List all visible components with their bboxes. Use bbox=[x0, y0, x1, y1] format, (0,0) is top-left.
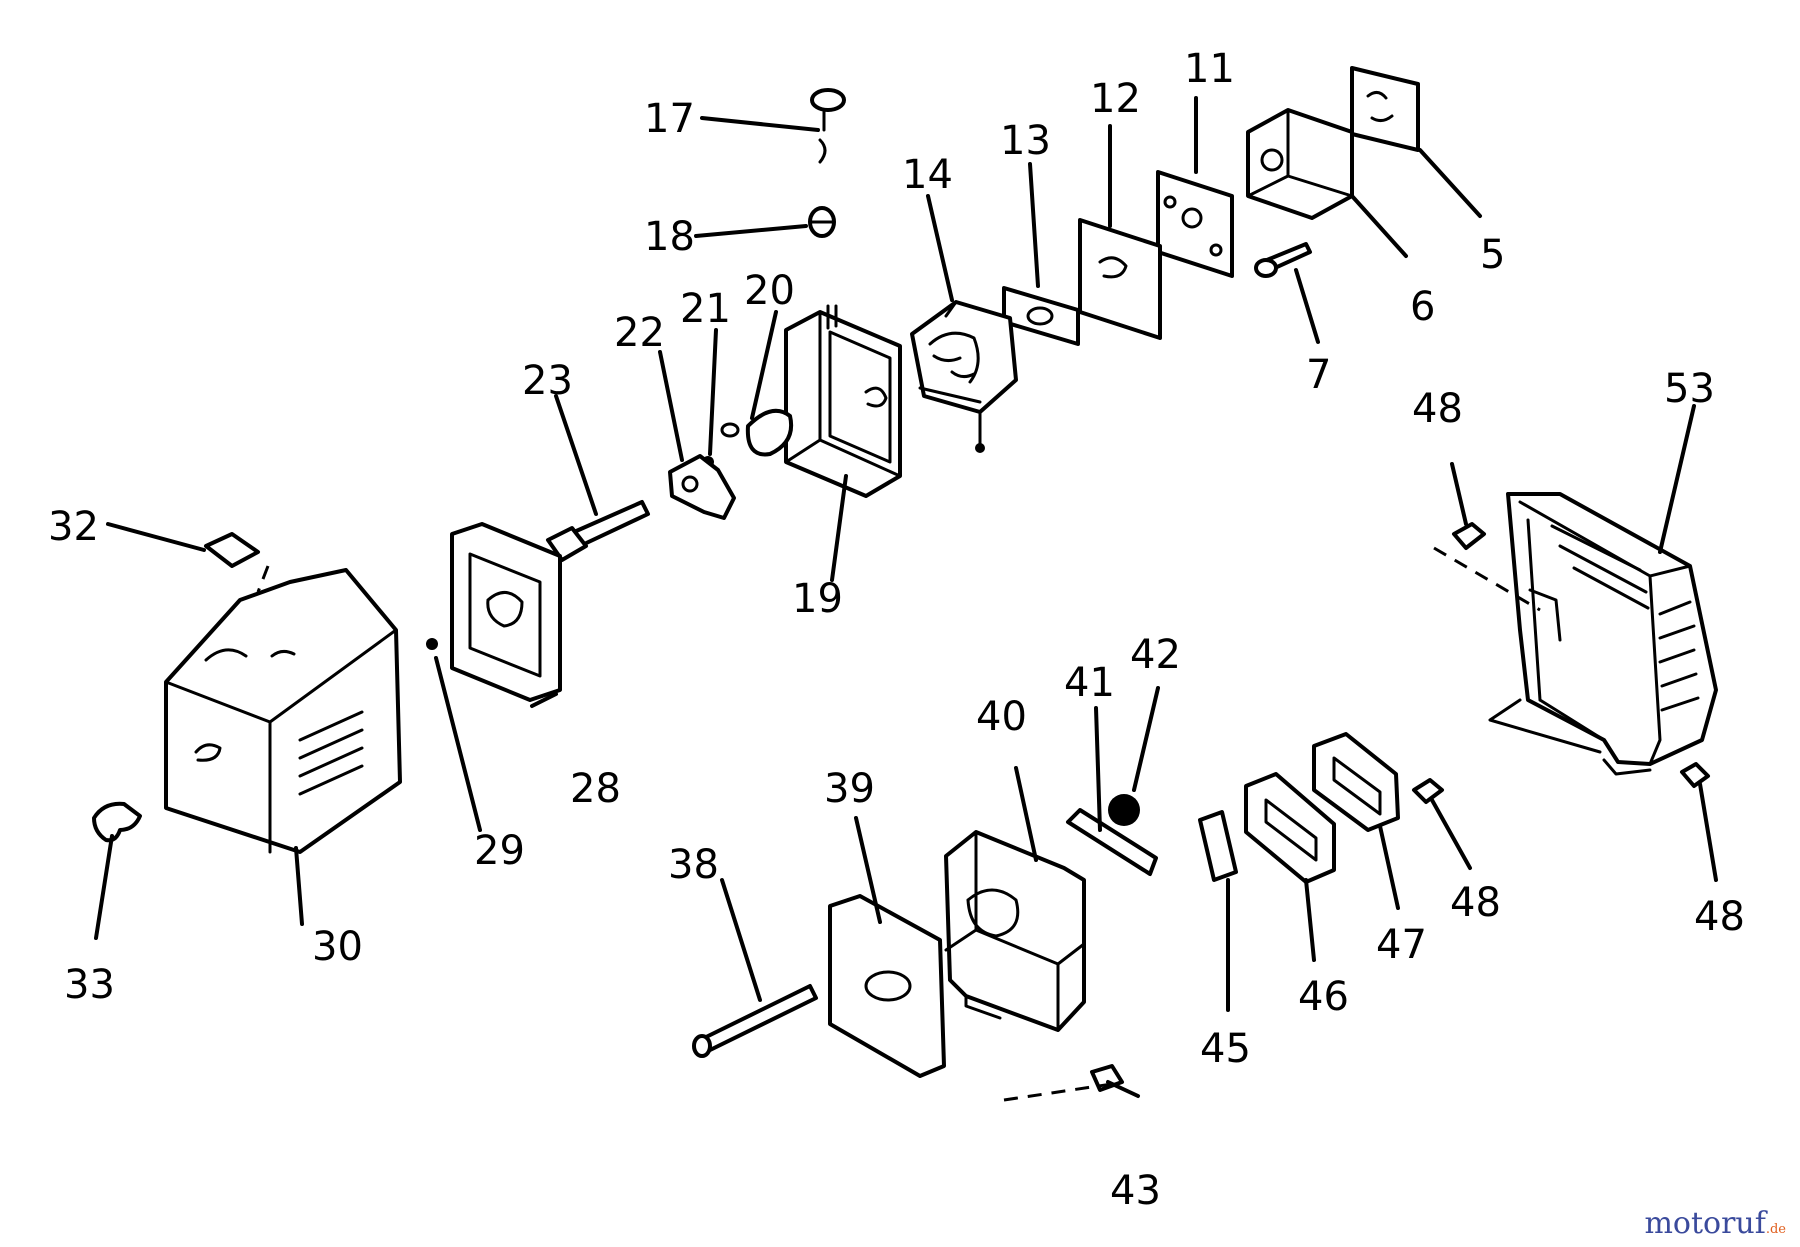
label-48-mid: 48 bbox=[1450, 880, 1501, 926]
part-5-plate bbox=[1350, 66, 1420, 152]
label-11: 11 bbox=[1184, 46, 1235, 92]
label-30: 30 bbox=[312, 924, 363, 970]
label-17: 17 bbox=[644, 96, 695, 142]
label-46: 46 bbox=[1298, 974, 1349, 1020]
part-41-plate bbox=[1066, 808, 1158, 876]
label-47: 47 bbox=[1376, 922, 1427, 968]
label-43: 43 bbox=[1110, 1168, 1161, 1214]
label-20: 20 bbox=[744, 268, 795, 314]
part-7-screw bbox=[1254, 242, 1312, 278]
part-23-bolt bbox=[546, 500, 650, 562]
label-18: 18 bbox=[644, 214, 695, 260]
label-32: 32 bbox=[48, 504, 99, 550]
part-40-muffler bbox=[944, 830, 1086, 1032]
label-23: 23 bbox=[522, 358, 573, 404]
part-28-gasket bbox=[450, 522, 562, 702]
label-48-right: 48 bbox=[1694, 894, 1745, 940]
part-32-pad bbox=[204, 532, 260, 568]
dashed-guides bbox=[256, 546, 1541, 1102]
part-13-gasket bbox=[1002, 286, 1080, 346]
part-42-nut bbox=[1108, 794, 1140, 826]
label-28: 28 bbox=[570, 766, 621, 812]
label-22: 22 bbox=[614, 310, 665, 356]
part-39-gasket bbox=[828, 894, 946, 1078]
part-19-filter-box bbox=[784, 304, 902, 498]
part-38-bolt bbox=[692, 984, 818, 1058]
label-6: 6 bbox=[1410, 284, 1435, 330]
part-46-plate bbox=[1244, 772, 1336, 884]
part-20-lever bbox=[720, 408, 793, 457]
label-33: 33 bbox=[64, 962, 115, 1008]
part-14-carburetor bbox=[910, 300, 1018, 453]
watermark-brand: motoruf bbox=[1644, 1206, 1766, 1241]
part-29-ball bbox=[426, 638, 438, 650]
label-39: 39 bbox=[824, 766, 875, 812]
part-33-knob bbox=[92, 801, 142, 843]
part-53-shroud bbox=[1488, 492, 1718, 776]
part-11-gasket bbox=[1156, 170, 1234, 278]
part-30-cover bbox=[164, 568, 402, 854]
label-7: 7 bbox=[1306, 352, 1331, 398]
label-41: 41 bbox=[1064, 660, 1115, 706]
part-48-screw-b bbox=[1412, 778, 1444, 804]
label-29: 29 bbox=[474, 828, 525, 874]
part-12-plate bbox=[1078, 218, 1162, 340]
watermark-tld: .de bbox=[1765, 1222, 1786, 1237]
part-48-screw-a bbox=[1452, 522, 1486, 550]
label-13: 13 bbox=[1000, 118, 1051, 164]
part-18-nut bbox=[808, 206, 836, 238]
part-17-knob bbox=[810, 88, 846, 164]
part-22-bracket bbox=[668, 454, 736, 520]
part-48-screw-c bbox=[1680, 762, 1710, 788]
part-47-outlet bbox=[1312, 732, 1400, 832]
label-45: 45 bbox=[1200, 1026, 1251, 1072]
leader-lines bbox=[94, 96, 1718, 1098]
label-53: 53 bbox=[1664, 366, 1715, 412]
label-19: 19 bbox=[792, 576, 843, 622]
label-48-top: 48 bbox=[1412, 386, 1463, 432]
part-45-gasket bbox=[1198, 810, 1238, 882]
label-12: 12 bbox=[1090, 76, 1141, 122]
label-21: 21 bbox=[680, 286, 731, 332]
label-38: 38 bbox=[668, 842, 719, 888]
label-14: 14 bbox=[902, 152, 953, 198]
watermark-logo: motoruf.de bbox=[1644, 1206, 1786, 1241]
label-40: 40 bbox=[976, 694, 1027, 740]
part-6-housing bbox=[1246, 108, 1354, 220]
label-42: 42 bbox=[1130, 632, 1181, 678]
label-5: 5 bbox=[1480, 232, 1505, 278]
